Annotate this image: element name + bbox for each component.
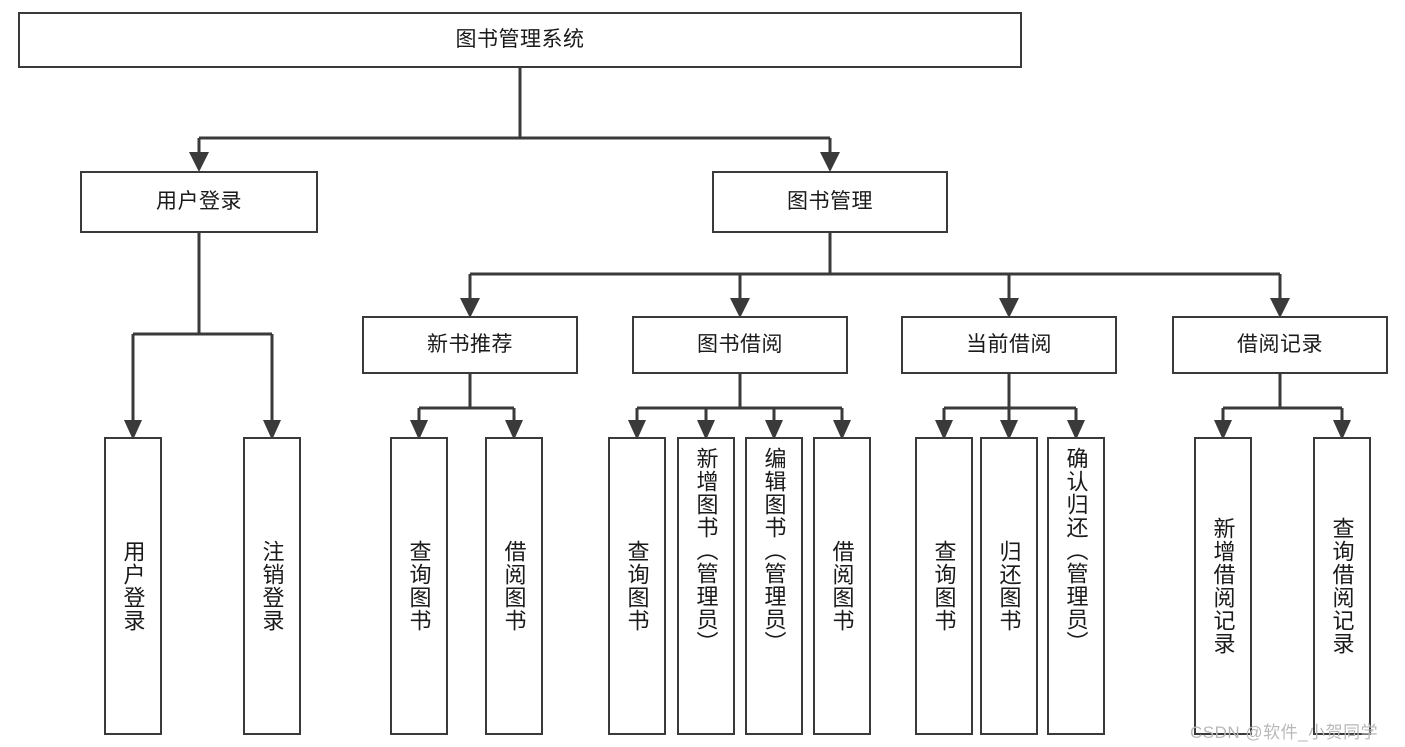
node-leaf-user-login-label: 用户登录 [120, 540, 146, 632]
node-book-borrow-label: 图书借阅 [697, 332, 783, 356]
node-leaf-add-book[interactable]: 新增图书（管理员） [677, 437, 735, 735]
node-leaf-query-book-1-label: 查询图书 [406, 540, 432, 632]
node-leaf-borrow-book-1-label: 借阅图书 [501, 540, 527, 632]
node-book-borrow[interactable]: 图书借阅 [632, 316, 848, 374]
arrowhead-book-manage [820, 152, 840, 172]
node-leaf-borrow-book-2[interactable]: 借阅图书 [813, 437, 871, 735]
node-book-manage-label: 图书管理 [787, 189, 873, 213]
node-new-book-rec[interactable]: 新书推荐 [362, 316, 578, 374]
node-leaf-logout[interactable]: 注销登录 [243, 437, 301, 735]
node-leaf-query-book-3-label: 查询图书 [931, 540, 957, 632]
node-leaf-borrow-book-2-label: 借阅图书 [829, 540, 855, 632]
node-leaf-query-record[interactable]: 查询借阅记录 [1313, 437, 1371, 735]
node-root-label: 图书管理系统 [455, 27, 585, 51]
node-user-login-label: 用户登录 [156, 189, 242, 213]
arrowhead-book-borrow [730, 298, 750, 318]
node-leaf-add-record-label: 新增借阅记录 [1210, 517, 1236, 655]
node-leaf-query-record-label: 查询借阅记录 [1329, 517, 1355, 655]
arrowhead-new-book-rec [460, 298, 480, 318]
node-leaf-return-book[interactable]: 归还图书 [980, 437, 1038, 735]
node-leaf-query-book-2[interactable]: 查询图书 [608, 437, 666, 735]
node-leaf-query-book-3[interactable]: 查询图书 [915, 437, 973, 735]
node-user-login[interactable]: 用户登录 [80, 171, 318, 233]
node-leaf-confirm-return[interactable]: 确认归还（管理员） [1047, 437, 1105, 735]
node-leaf-user-login[interactable]: 用户登录 [104, 437, 162, 735]
node-leaf-confirm-return-label: 确认归还（管理员） [1063, 447, 1089, 654]
node-leaf-query-book-2-label: 查询图书 [624, 540, 650, 632]
node-leaf-edit-book-label: 编辑图书（管理员） [761, 447, 787, 654]
node-root[interactable]: 图书管理系统 [18, 12, 1022, 68]
node-leaf-add-book-label: 新增图书（管理员） [693, 447, 719, 654]
node-leaf-logout-label: 注销登录 [259, 540, 285, 632]
arrowhead-user-login [189, 152, 209, 172]
node-new-book-rec-label: 新书推荐 [427, 332, 513, 356]
node-book-manage[interactable]: 图书管理 [712, 171, 948, 233]
node-leaf-edit-book[interactable]: 编辑图书（管理员） [745, 437, 803, 735]
node-current-borrow[interactable]: 当前借阅 [901, 316, 1117, 374]
node-leaf-borrow-book-1[interactable]: 借阅图书 [485, 437, 543, 735]
watermark-text: CSDN @软件_小贺同学 [1190, 723, 1379, 742]
node-borrow-record-label: 借阅记录 [1237, 332, 1323, 356]
arrowhead-current-borrow [999, 298, 1019, 318]
node-leaf-query-book-1[interactable]: 查询图书 [390, 437, 448, 735]
node-leaf-add-record[interactable]: 新增借阅记录 [1194, 437, 1252, 735]
node-borrow-record[interactable]: 借阅记录 [1172, 316, 1388, 374]
node-leaf-return-book-label: 归还图书 [996, 540, 1022, 632]
arrowhead-borrow-record [1270, 298, 1290, 318]
node-current-borrow-label: 当前借阅 [966, 332, 1052, 356]
